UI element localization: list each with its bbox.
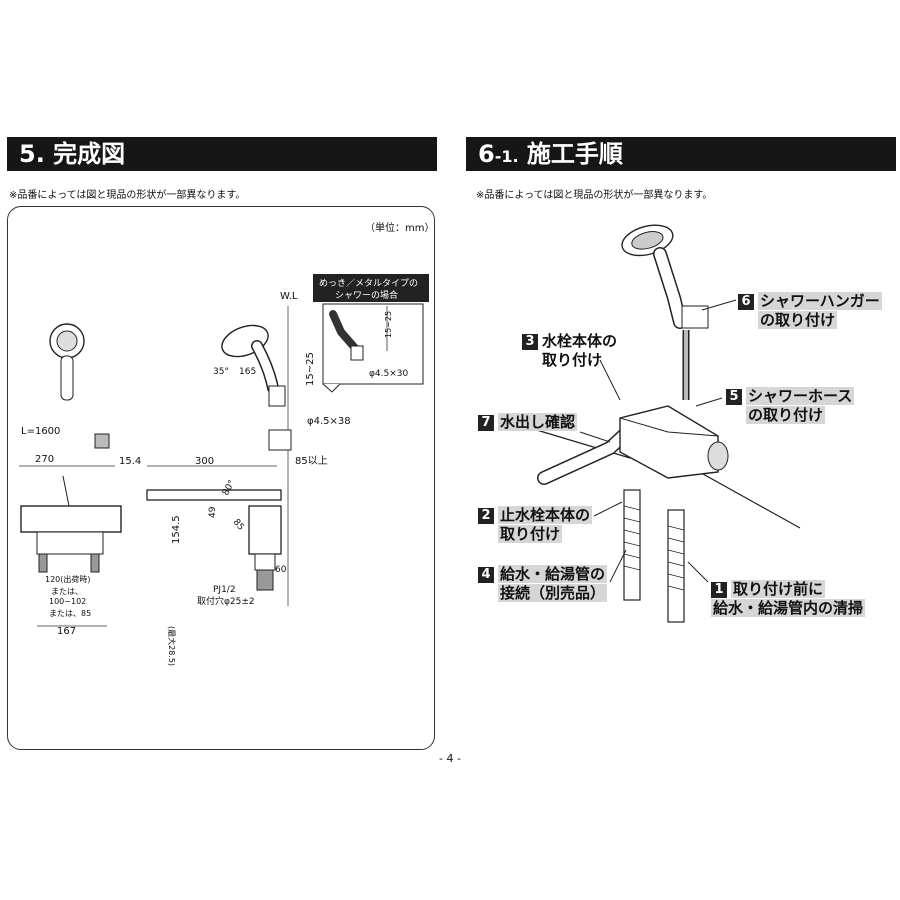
header-title: 施工手順 [526, 140, 623, 168]
page-number: - 4 - [439, 752, 461, 765]
left-note: ※品番によっては図と現品の形状が一部異なります。 [9, 190, 246, 201]
wl-label: W.L [280, 291, 298, 302]
callout-line2: シャワーの場合 [335, 289, 398, 301]
angle-35: 35° [213, 367, 229, 377]
dim-phi-38: φ4.5×38 [307, 416, 351, 427]
dim-85b: 85 [231, 518, 246, 533]
installation-illustration [519, 224, 801, 623]
hose-length: L=1600 [21, 426, 60, 437]
dim-165: 165 [239, 367, 256, 377]
dim-60: 60 [275, 565, 287, 575]
header-main: 6 [478, 140, 495, 168]
spec-85: または、85 [49, 609, 91, 618]
header-sub: -1. [494, 147, 519, 166]
unit-label: （単位：mm） [365, 221, 434, 234]
section-header-procedure: 6-1. 施工手順 [466, 137, 896, 171]
dim-15-25: 15~25 [305, 352, 316, 386]
dim-154-5: 154.5 [171, 515, 182, 544]
dim-15-4: 15.4 [119, 456, 141, 467]
dim-49: 49 [208, 506, 218, 518]
dim-phi-30: φ4.5×30 [369, 369, 409, 379]
completion-diagram-panel: （単位：mm） めっき／メタルタイプの シャワーの場合 15~25 φ4.5×3… [7, 206, 435, 750]
right-note: ※品番によっては図と現品の形状が一部異なります。 [476, 190, 713, 201]
pj-label: PJ1/2 [213, 585, 236, 595]
spec-120: 120(出荷時) [45, 574, 91, 584]
dim-300: 300 [195, 456, 214, 467]
spec-100: 100~102 [49, 597, 86, 606]
section-header-completion: 5. 完成図 [7, 137, 437, 171]
dim-167: 167 [57, 626, 76, 637]
hole-label: 取付穴φ25±2 [197, 595, 255, 607]
callout-line1: めっき／メタルタイプの [319, 278, 418, 289]
dim-270: 270 [35, 454, 54, 465]
dim-15-25-small: 15~25 [384, 311, 393, 338]
dim-85-over: 85以上 [295, 455, 328, 467]
completion-diagram: （単位：mm） めっき／メタルタイプの シャワーの場合 15~25 φ4.5×3… [19, 221, 434, 666]
dim-max-28-5: (最大28.5) [167, 626, 177, 666]
spec-or: または、 [51, 587, 83, 596]
